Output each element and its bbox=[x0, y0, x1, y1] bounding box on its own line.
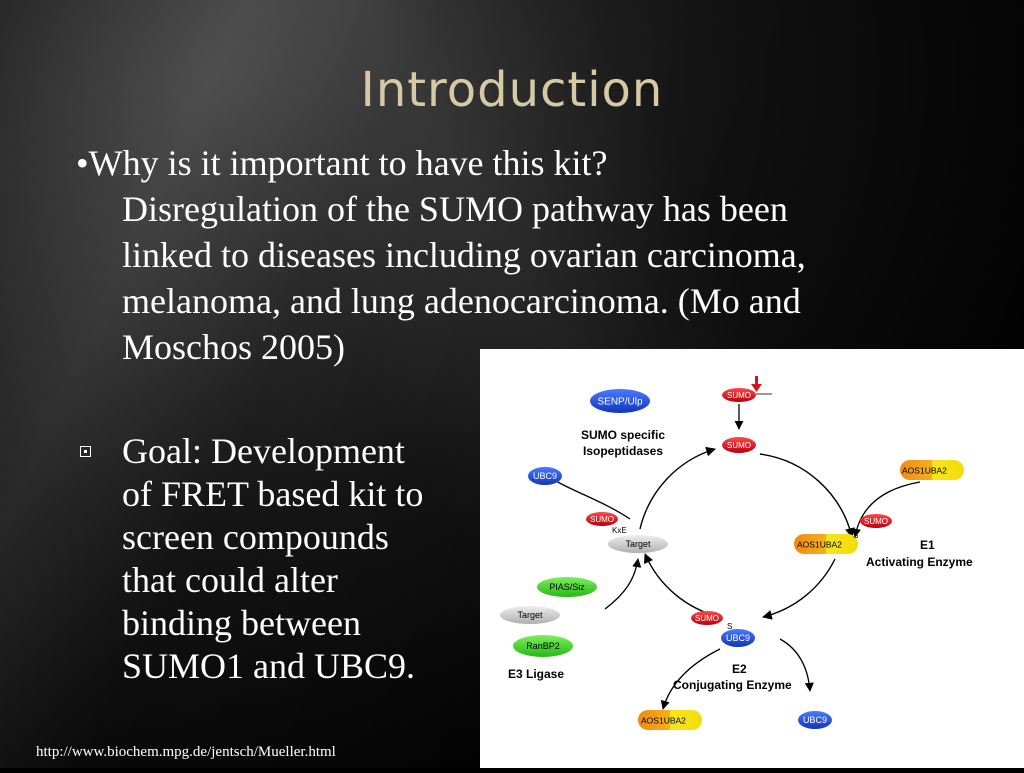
ranbp2-node bbox=[513, 635, 573, 657]
arrow-e1-to-e2 bbox=[762, 558, 836, 620]
aos1uba2-free-label: AOS1UBA2 bbox=[902, 466, 947, 476]
sumo-pathway-svg: SENP/Ulp SUMO specific Isopeptidases SUM… bbox=[500, 376, 973, 730]
sumo-precursor-label: SUMO bbox=[727, 391, 751, 400]
isopeptidases-label: Isopeptidases bbox=[583, 444, 663, 458]
bullet-goal-line: binding between bbox=[122, 603, 361, 643]
square-bullet-icon bbox=[80, 446, 91, 457]
bullet-why-important: •Why is it important to have this kit? D… bbox=[76, 140, 976, 370]
senp-ulp-label: SENP/Ulp bbox=[597, 397, 642, 408]
e1-label: E1 bbox=[920, 538, 935, 552]
ubc9-left-label: UBC9 bbox=[533, 471, 557, 481]
bullet-goal-line: Goal: Development bbox=[122, 431, 405, 471]
senp-ulp-node bbox=[590, 389, 650, 413]
sumo-e2-label: SUMO bbox=[695, 614, 719, 623]
slide-title: Introduction bbox=[360, 62, 664, 118]
e1-thioester-s: S bbox=[853, 531, 858, 540]
bullet-goal-line: screen compounds bbox=[122, 517, 389, 557]
arrow-sumo-to-e1 bbox=[759, 453, 855, 538]
bullet-goal-text: Goal: Development of FRET based kit to s… bbox=[80, 430, 500, 688]
sumo-e2-node bbox=[691, 611, 723, 625]
ubc9-left-node bbox=[528, 467, 562, 485]
ubc9-e2-node bbox=[721, 629, 755, 647]
arrow-e2-release-ubc9 bbox=[779, 638, 814, 692]
kxe-motif-label: KxE bbox=[612, 526, 627, 535]
ubc9-e2-label: UBC9 bbox=[726, 633, 750, 643]
aos1uba2-released-label: AOS1UBA2 bbox=[641, 716, 686, 726]
target-free-node bbox=[500, 606, 560, 624]
sumo-pathway-diagram: SENP/Ulp SUMO specific Isopeptidases SUM… bbox=[480, 349, 1024, 768]
pias-siz-label: PIAS/Siz bbox=[549, 582, 585, 592]
aos1uba2-e1-node bbox=[794, 534, 858, 554]
red-arrow-shaft bbox=[755, 376, 758, 386]
bullet-why-line: Moschos 2005) bbox=[122, 327, 345, 367]
sumo-e1-node bbox=[860, 514, 892, 528]
target-conjugated-node bbox=[608, 535, 668, 553]
bullet-goal-line: that could alter bbox=[122, 560, 338, 600]
sumo-precursor-node bbox=[722, 388, 756, 402]
aos1uba2-released-node bbox=[638, 710, 702, 730]
red-down-arrow-icon bbox=[751, 384, 762, 392]
sumo-specific-label: SUMO specific bbox=[581, 428, 665, 442]
bullet-why-line: melanoma, and lung adenocarcinoma. (Mo a… bbox=[122, 281, 801, 321]
bullet-why-line: linked to diseases including ovarian car… bbox=[122, 235, 806, 275]
sumo-e1-label: SUMO bbox=[864, 517, 888, 526]
bullet-goal-line: SUMO1 and UBC9. bbox=[122, 646, 416, 686]
source-url-link[interactable]: http://www.biochem.mpg.de/jentsch/Muelle… bbox=[36, 744, 336, 760]
sumo-on-target-label: SUMO bbox=[590, 515, 614, 524]
e3-ligase-label: E3 Ligase bbox=[508, 667, 564, 681]
e2-thioester-s: S bbox=[727, 622, 732, 631]
arrow-target-to-sumo bbox=[639, 446, 716, 530]
sumo-on-target-node bbox=[586, 512, 618, 526]
sumo-mature-node bbox=[722, 437, 756, 453]
conjugating-enzyme-label: Conjugating Enzyme bbox=[673, 678, 792, 692]
bullet-why-question: Why is it important to have this kit? bbox=[88, 143, 608, 183]
activating-enzyme-label: Activating Enzyme bbox=[866, 555, 973, 569]
bullet-why-question-line: •Why is it important to have this kit? bbox=[76, 140, 976, 186]
sumo-mature-label: SUMO bbox=[727, 441, 751, 450]
arrow-e3-to-target bbox=[604, 558, 642, 610]
arrow-e2-release-aos bbox=[660, 648, 721, 710]
arrow-aos-to-e1 bbox=[851, 481, 921, 538]
e2-label: E2 bbox=[732, 662, 747, 676]
aos1uba2-free-node bbox=[900, 460, 964, 480]
target-conjugated-label: Target bbox=[625, 539, 651, 549]
ubc9-released-label: UBC9 bbox=[803, 715, 827, 725]
arrow-e2-to-target bbox=[644, 553, 721, 618]
bullet-goal: Goal: Development of FRET based kit to s… bbox=[80, 430, 500, 688]
target-free-label: Target bbox=[517, 610, 543, 620]
bullet-why-line: Disregulation of the SUMO pathway has be… bbox=[122, 189, 788, 229]
pias-siz-node bbox=[537, 577, 597, 597]
ranbp2-label: RanBP2 bbox=[526, 641, 560, 651]
bullet-goal-line: of FRET based kit to bbox=[122, 474, 424, 514]
bullet-dot: • bbox=[76, 143, 89, 183]
aos1uba2-e1-label: AOS1UBA2 bbox=[797, 540, 842, 550]
ubc9-released-node bbox=[798, 711, 832, 729]
